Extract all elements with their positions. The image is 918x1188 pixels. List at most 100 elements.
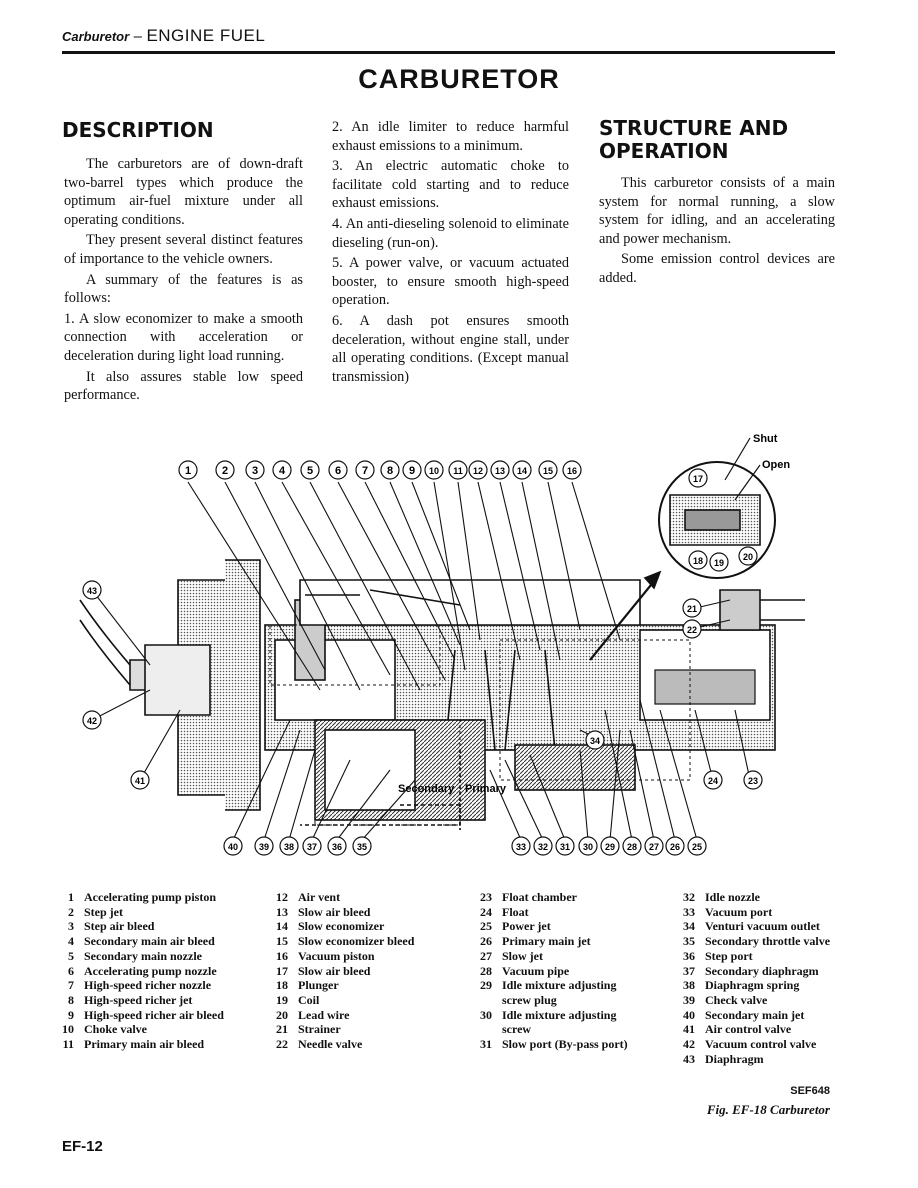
callout-31: 31 [555,836,575,856]
callout-11: 11 [448,460,468,480]
svg-text:19: 19 [714,558,724,568]
figure-code: SEF648 [790,1085,830,1097]
feature-item: 6. A dash pot ensures smooth deceleratio… [332,312,569,385]
feature-item: 5. A power valve, or vacuum actuated boo… [332,255,569,309]
callout-16: 16 [562,460,582,480]
callout-28: 28 [622,836,642,856]
svg-text:16: 16 [567,466,577,476]
structure-paragraph: Some emission control devices are added. [599,251,835,286]
svg-text:27: 27 [649,842,659,852]
svg-text:33: 33 [516,842,526,852]
structure-column: This carburetor consists of a main syste… [599,174,835,290]
callout-6: 6 [328,460,348,480]
svg-text:43: 43 [87,586,97,596]
svg-text:4: 4 [279,465,286,477]
callout-43: 43 [82,580,102,600]
header-dash: – [133,28,142,45]
svg-text:15: 15 [543,466,553,476]
svg-text:1: 1 [185,465,191,477]
svg-text:17: 17 [693,474,703,484]
features-column: 2. An idle limiter to reduce harmful exh… [332,118,569,388]
svg-text:5: 5 [307,465,313,477]
callout-39: 39 [254,836,274,856]
callout-33: 33 [511,836,531,856]
callout-24: 24 [703,770,723,790]
callout-5: 5 [300,460,320,480]
svg-text:23: 23 [748,776,758,786]
legend-item: screw [502,1022,532,1037]
callout-27: 27 [644,836,664,856]
callout-37: 37 [302,836,322,856]
description-heading: DESCRIPTION [62,118,214,142]
svg-text:10: 10 [429,466,439,476]
callout-19: 19 [709,552,729,572]
callout-25: 25 [687,836,707,856]
callout-13: 13 [490,460,510,480]
callout-8: 8 [380,460,400,480]
callout-3: 3 [245,460,265,480]
header-chapter: ENGINE FUEL [146,26,266,45]
svg-text:38: 38 [284,842,294,852]
callout-41: 41 [130,770,150,790]
callout-7: 7 [355,460,375,480]
svg-text:11: 11 [453,466,463,476]
callout-42: 42 [82,710,102,730]
callout-15: 15 [538,460,558,480]
svg-text:25: 25 [692,842,702,852]
svg-text:29: 29 [605,842,615,852]
structure-heading-line: OPERATION [599,139,729,163]
callout-26: 26 [665,836,685,856]
feature-item: 4. An anti-dieseling solenoid to elimina… [332,215,569,251]
callout-10: 10 [424,460,444,480]
callout-36: 36 [327,836,347,856]
page-number: EF-12 [62,1138,103,1155]
svg-text:40: 40 [228,842,238,852]
svg-text:3: 3 [252,465,258,477]
svg-text:32: 32 [538,842,548,852]
svg-text:42: 42 [87,716,97,726]
svg-text:24: 24 [708,776,718,786]
svg-text:7: 7 [362,465,368,477]
callout-4: 4 [272,460,292,480]
feature-item: 1. A slow economizer to make a smooth co… [64,310,303,364]
callout-1: 1 [178,460,198,480]
figure-caption: Fig. EF-18 Carburetor [706,1102,830,1117]
shut-label: Shut [753,433,778,445]
structure-heading-line: STRUCTURE AND [599,116,789,140]
description-paragraph: It also assures stable low speed perform… [64,368,303,404]
svg-text:37: 37 [307,842,317,852]
callout-17: 17 [688,468,708,488]
svg-text:14: 14 [517,466,527,476]
callout-23: 23 [743,770,763,790]
